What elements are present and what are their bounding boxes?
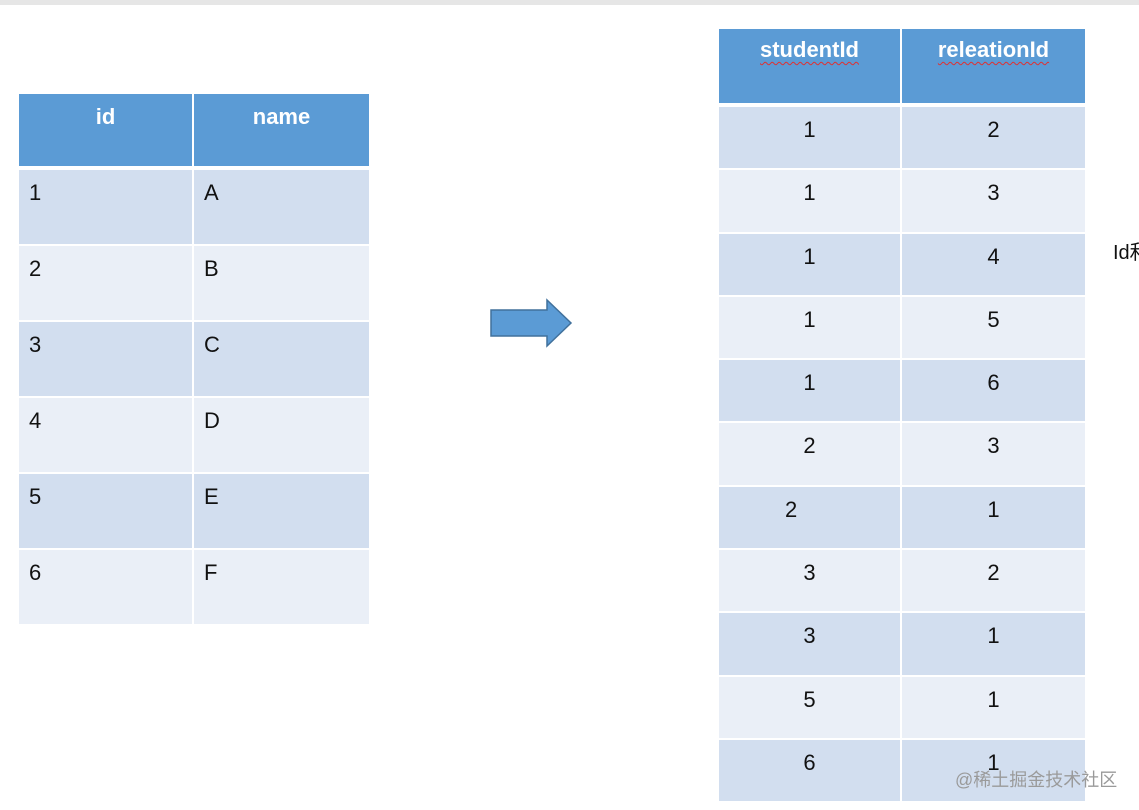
cell-student-id: 1 <box>719 107 902 171</box>
column-header-name: name <box>194 94 369 170</box>
cell-name: E <box>194 474 369 550</box>
cell-student-id: 1 <box>719 233 902 297</box>
table-row: 1 2 <box>719 107 1085 171</box>
cell-releation-id: 1 <box>902 739 1085 804</box>
top-divider <box>0 0 1139 5</box>
cell-student-id: 6 <box>719 739 902 804</box>
relations-table: studentId releationId 1 2 1 3 1 4 1 5 1 … <box>719 29 1085 804</box>
cell-student-id: 3 <box>719 550 902 614</box>
table-row: 6 F <box>19 550 369 626</box>
cell-student-id: 2 <box>719 423 902 487</box>
table-row: 2 3 <box>719 423 1085 487</box>
cell-name: D <box>194 398 369 474</box>
column-header-label: releationId <box>937 37 1050 62</box>
cell-name: C <box>194 322 369 398</box>
cell-releation-id: 4 <box>902 233 1085 297</box>
table-row: 1 5 <box>719 296 1085 361</box>
cell-student-id: 3 <box>719 613 902 677</box>
table-row: 3 1 <box>719 613 1085 677</box>
table-row: 2 1 <box>719 486 1085 551</box>
cell-name: F <box>194 550 369 626</box>
table-row: 4 D <box>19 398 369 474</box>
table-row: 6 1 <box>719 739 1085 804</box>
column-header-releation-id: releationId <box>902 29 1085 107</box>
cell-id: 1 <box>19 170 194 246</box>
cell-releation-id: 5 <box>902 296 1085 361</box>
cell-releation-id: 2 <box>902 107 1085 171</box>
cell-releation-id: 3 <box>902 170 1085 234</box>
table-header-row: id name <box>19 94 369 170</box>
column-header-student-id: studentId <box>719 29 902 107</box>
table-row: 2 B <box>19 246 369 322</box>
cell-student-id: 1 <box>719 360 902 424</box>
cell-releation-id: 1 <box>902 676 1085 740</box>
cell-releation-id: 6 <box>902 360 1085 424</box>
cell-releation-id: 1 <box>902 486 1085 551</box>
clipped-side-text: Id和 <box>1113 242 1139 264</box>
table-header-row: studentId releationId <box>719 29 1085 107</box>
table-row: 1 A <box>19 170 369 246</box>
table-row: 1 6 <box>719 360 1085 424</box>
cell-id: 2 <box>19 246 194 322</box>
cell-student-id: 1 <box>719 170 902 234</box>
column-header-label: studentId <box>760 37 859 62</box>
cell-releation-id: 3 <box>902 423 1085 487</box>
table-row: 5 1 <box>719 676 1085 740</box>
table-row: 3 C <box>19 322 369 398</box>
cell-student-id: 5 <box>719 676 902 740</box>
cell-student-id: 2 <box>719 486 902 551</box>
column-header-id: id <box>19 94 194 170</box>
cell-name: B <box>194 246 369 322</box>
table-row: 1 4 <box>719 233 1085 297</box>
cell-releation-id: 2 <box>902 550 1085 614</box>
cell-id: 4 <box>19 398 194 474</box>
cell-name: A <box>194 170 369 246</box>
watermark: @稀土掘金技术社区 <box>955 770 1118 790</box>
cell-id: 5 <box>19 474 194 550</box>
table-row: 1 3 <box>719 170 1085 234</box>
students-table: id name 1 A 2 B 3 C 4 D 5 E 6 F <box>19 94 369 626</box>
table-row: 3 2 <box>719 550 1085 614</box>
cell-id: 3 <box>19 322 194 398</box>
cell-student-id: 1 <box>719 296 902 361</box>
cell-releation-id: 1 <box>902 613 1085 677</box>
right-arrow-icon <box>490 298 573 348</box>
table-row: 5 E <box>19 474 369 550</box>
cell-id: 6 <box>19 550 194 626</box>
